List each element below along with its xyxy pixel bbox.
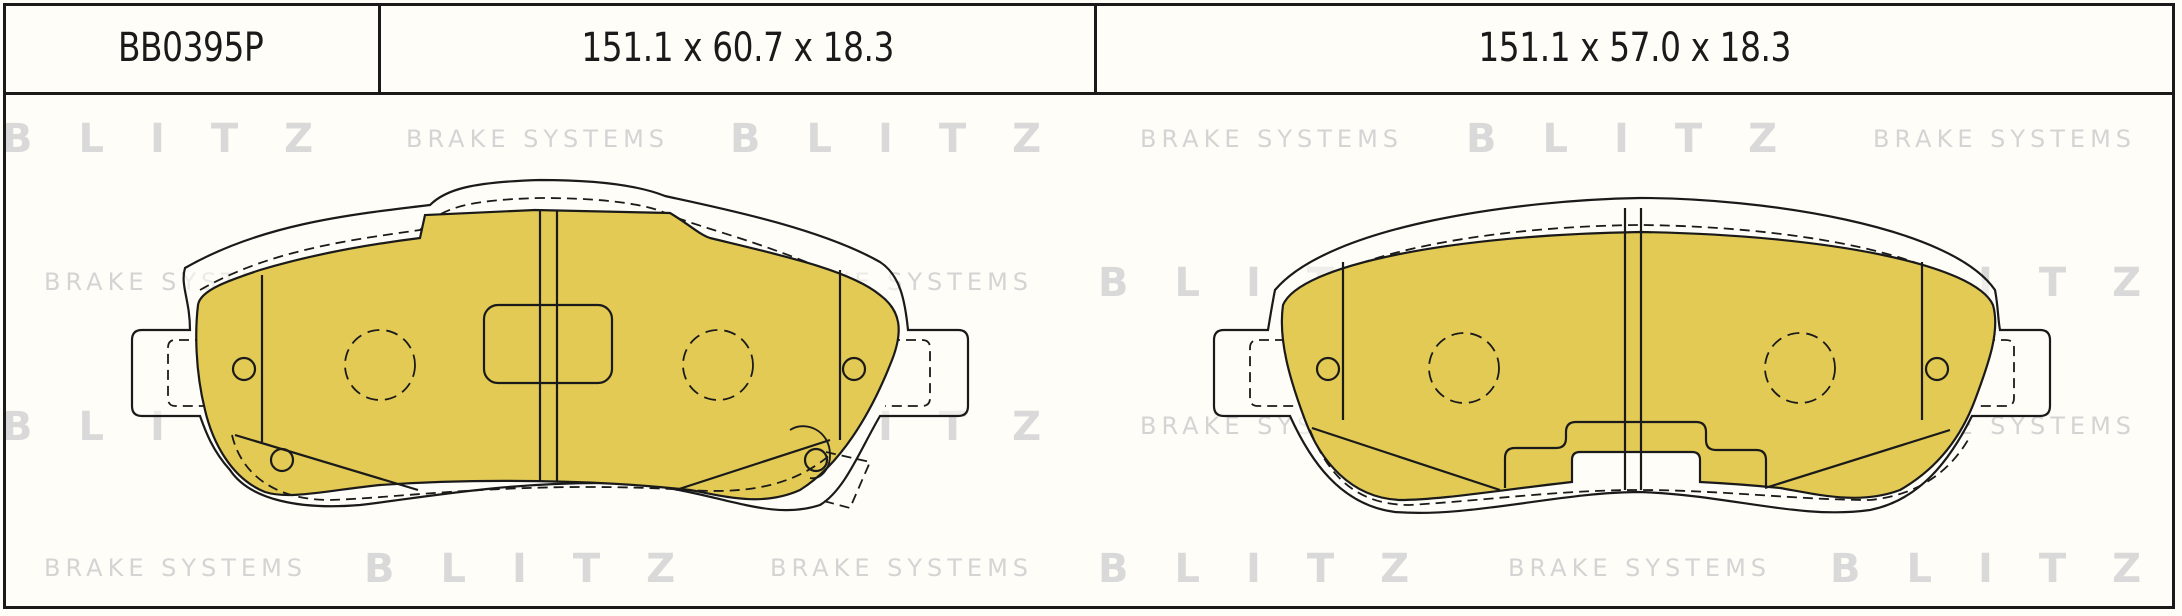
piston-circle [344,329,416,401]
dimensions-left-cell: 151.1 x 60.7 x 18.3 [381,3,1097,92]
dashed-tab-right [885,339,931,407]
dimensions-left: 151.1 x 60.7 x 18.3 [581,24,894,71]
dashed-tab-left [167,339,210,407]
dimensions-right-cell: 151.1 x 57.0 x 18.3 [1097,3,2172,92]
watermark-subtitle: BRAKE SYSTEMS [1508,554,1771,582]
dimensions-right: 151.1 x 57.0 x 18.3 [1478,24,1791,71]
part-number-cell: BB0395P [3,3,381,92]
watermark-subtitle: BRAKE SYSTEMS [1873,125,2136,153]
pin-hole [231,356,257,382]
wear-sensor-clip [789,425,831,480]
dashed-contour-bottom [231,434,831,501]
watermark-subtitle: BRAKE SYSTEMS [1140,125,1403,153]
pin-hole [269,447,295,473]
notch-outline [1503,420,1768,488]
watermark-brand: BLITZ [1466,116,1823,162]
shim-rect [482,303,614,385]
chamfer-diagonal [1764,428,1951,490]
watermark-brand: BLITZ [730,116,1087,162]
brake-pad-right [1212,196,2052,514]
watermark-subtitle: BRAKE SYSTEMS [44,554,307,582]
watermark-brand: BLITZ [1830,546,2182,592]
chamfer-diagonal [1311,426,1501,492]
dashed-tab-right [1975,339,2015,407]
chamfer-diagonal [675,438,831,492]
piston-circle [1428,332,1500,404]
brake-pad-left [130,178,970,512]
dashed-contour-top [199,197,861,291]
watermark-brand: BLITZ [1098,546,1455,592]
part-number: BB0395P [117,24,264,71]
piston-circle [682,329,754,401]
friction-material-left [195,208,900,501]
friction-material-right [1280,230,1997,502]
pin-hole [1924,356,1950,382]
pin-hole [803,447,829,473]
watermark-brand: BLITZ [364,546,721,592]
watermark-subtitle: BRAKE SYSTEMS [770,554,1033,582]
pin-hole [841,356,867,382]
wear-sensor-outline [819,451,872,510]
pin-hole [1315,356,1341,382]
piston-circle [1764,332,1836,404]
dashed-tab-left [1249,339,1295,407]
header-table: BB0395P 151.1 x 60.7 x 18.3 151.1 x 57.0… [3,3,2175,95]
chamfer-diagonal [234,433,419,492]
watermark-subtitle: BRAKE SYSTEMS [406,125,669,153]
watermark-brand: BLITZ [2,116,359,162]
